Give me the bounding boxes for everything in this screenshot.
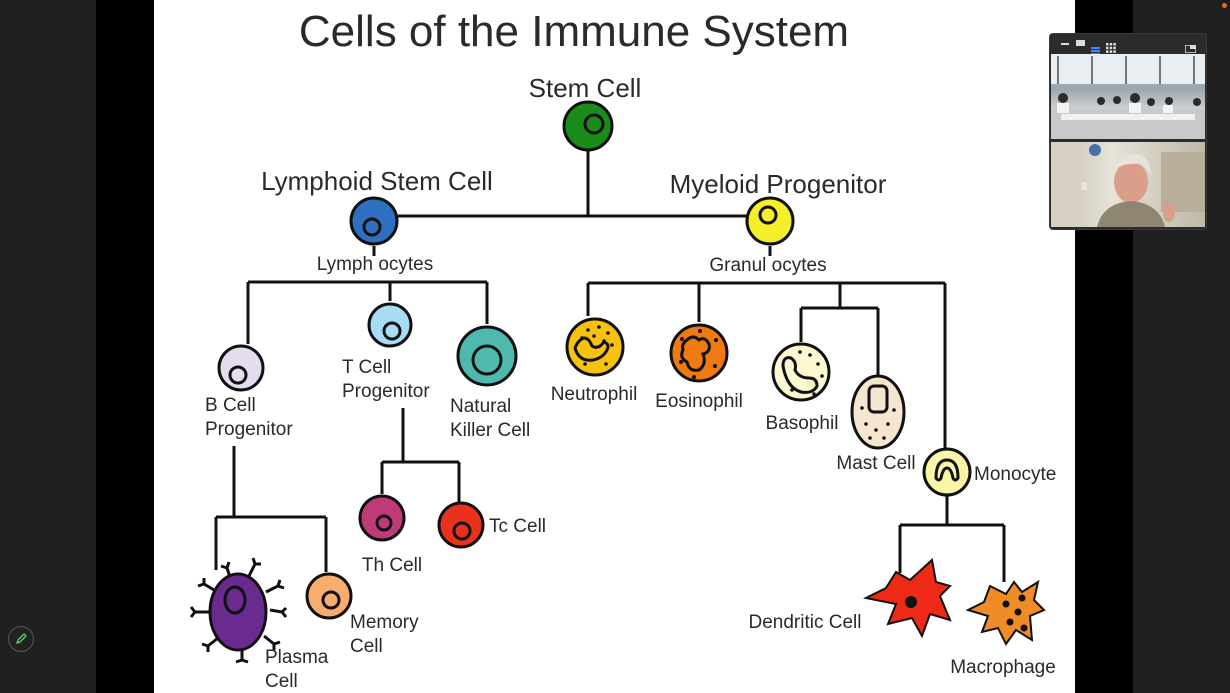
monocyte-label: Monocyte [974, 464, 1056, 485]
video-gallery-panel [1049, 33, 1207, 230]
plasma-cell-label-2: Cell [265, 671, 298, 692]
macrophage-icon [965, 579, 1046, 646]
memory-cell-label-2: Cell [350, 636, 383, 657]
myeloid-progenitor-icon [745, 196, 795, 246]
minimize-icon[interactable] [1061, 43, 1069, 45]
dendritic-cell-icon [862, 558, 952, 639]
tc-cell-icon [437, 501, 485, 549]
macrophage-label: Macrophage [950, 657, 1056, 678]
immune-system-diagram: Cells of the Immune System S [189, 7, 1056, 692]
basophil-label: Basophil [766, 413, 839, 434]
b-cell-progenitor-label-1: B Cell [205, 395, 256, 416]
plasma-cell-label-1: Plasma [265, 647, 329, 668]
connector-lines [214, 150, 1006, 582]
left-margin [0, 0, 96, 693]
mast-cell-label: Mast Cell [836, 453, 915, 474]
monocyte-icon [922, 447, 972, 497]
plasma-cell-icon [189, 557, 288, 664]
exit-fullscreen-icon[interactable] [1184, 38, 1197, 54]
th-cell-label: Th Cell [362, 555, 422, 576]
mast-cell-icon [850, 374, 906, 450]
basophil-icon [771, 342, 831, 402]
memory-cell-icon [305, 572, 353, 620]
natural-killer-cell-label-1: Natural [450, 396, 511, 417]
gallery-view-icon[interactable] [1106, 38, 1116, 53]
slide-title: Cells of the Immune System [299, 7, 849, 56]
stem-cell-icon [562, 100, 614, 152]
eosinophil-label: Eosinophil [655, 391, 743, 412]
t-cell-progenitor-label-2: Progenitor [342, 381, 430, 402]
dendritic-cell-label: Dendritic Cell [749, 612, 862, 633]
pencil-icon [15, 633, 27, 645]
presenter-video[interactable] [1051, 142, 1205, 227]
memory-cell-label-1: Memory [350, 612, 419, 633]
b-cell-progenitor-icon [217, 344, 265, 392]
speaker-view-icon[interactable] [1091, 40, 1100, 55]
myeloid-progenitor-label: Myeloid Progenitor [670, 169, 887, 199]
thumbnail-view-icon[interactable] [1076, 40, 1085, 46]
t-cell-progenitor-icon [367, 302, 413, 348]
neutrophil-label: Neutrophil [551, 384, 638, 405]
shared-slide: Cells of the Immune System S [154, 0, 1075, 693]
tc-cell-label: Tc Cell [489, 516, 546, 537]
th-cell-icon [358, 494, 406, 542]
recording-indicator-icon [1222, 3, 1227, 8]
neutrophil-icon [565, 317, 625, 377]
left-letterbox [96, 0, 154, 693]
annotate-pencil-button[interactable] [8, 626, 34, 652]
granulocytes-label: Granul ocytes [709, 255, 826, 276]
lymphoid-stem-cell-label: Lymphoid Stem Cell [261, 166, 493, 196]
video-panel-toolbar [1050, 34, 1206, 55]
t-cell-progenitor-label-1: T Cell [342, 357, 391, 378]
participants-room-video[interactable] [1051, 54, 1205, 139]
b-cell-progenitor-label-2: Progenitor [205, 419, 293, 440]
lymphocytes-label: Lymph ocytes [317, 254, 434, 275]
lymphoid-stem-cell-icon [349, 196, 399, 246]
natural-killer-cell-label-2: Killer Cell [450, 420, 530, 441]
natural-killer-cell-icon [456, 325, 518, 387]
eosinophil-icon [669, 323, 729, 383]
stem-cell-label: Stem Cell [529, 73, 642, 103]
